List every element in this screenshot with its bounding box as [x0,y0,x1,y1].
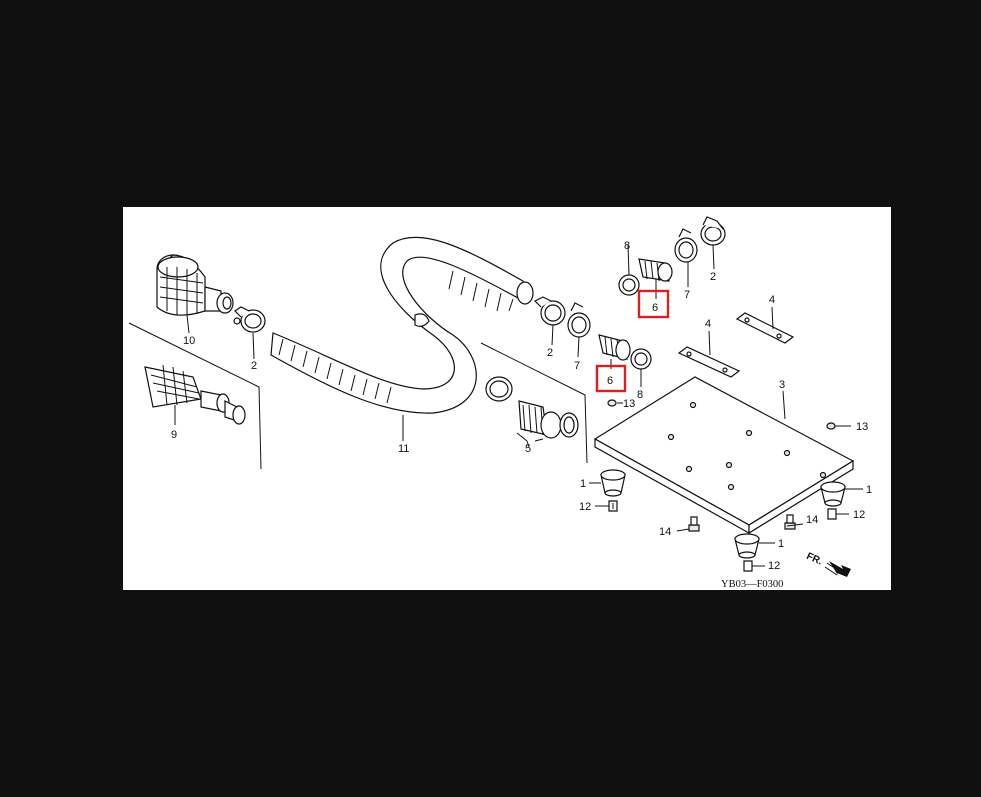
rubber-foot-part-1-bottom [734,533,760,559]
callout-4-lower: 4 [705,318,711,330]
hose-clamp-part-2-left [233,306,266,333]
callout-12-bottom: 12 [768,560,780,572]
callout-6-upper: 6 [652,302,658,314]
callout-1-left: 1 [580,478,586,490]
strainer-fitting-part-5 [485,376,579,439]
nut-part-13-right [826,422,836,430]
callout-12-right: 12 [853,509,865,521]
bolt-part-12-left [608,500,618,512]
hose-joint-part-6-upper [638,258,673,282]
callout-11: 11 [398,443,409,455]
front-direction-arrow-icon [824,561,851,577]
nut-part-13-left [607,399,617,407]
exploded-parts-diagram: FR. 10 2 9 11 5 2 7 6 [128,216,872,590]
strainer-part-9 [144,364,246,425]
bolt-part-12-right [827,508,837,520]
callout-5: 5 [525,443,531,455]
highlight-box-part-6-upper [637,289,670,319]
callout-1-right: 1 [866,484,872,496]
rubber-foot-part-1-left [600,469,626,497]
callout-8-upper: 8 [624,240,630,252]
callout-2-left: 2 [251,360,257,372]
bolt-part-12-bottom [743,560,753,572]
gasket-part-8-upper [618,274,640,296]
callout-3: 3 [779,379,785,391]
callout-13-left: 13 [623,398,635,410]
front-direction-label: FR. [805,551,824,568]
diagram-code: YB03—F0300 [721,579,783,590]
callout-7-upper: 7 [684,289,690,301]
hose-clamp-part-2-upper [700,216,726,246]
gasket-part-8-lower [630,348,652,370]
hose-clamp-part-2-middle [533,296,566,326]
bolt-part-14-left [688,516,700,532]
strainer-part-10 [156,254,234,316]
base-frame-part-3 [593,376,855,535]
group-bracket-left [128,322,262,470]
callout-10: 10 [183,335,195,347]
rubber-foot-part-1-right [820,481,846,507]
hose-joint-part-6-lower [598,334,631,361]
callout-2-middle: 2 [547,347,553,359]
callout-2-upper: 2 [710,271,716,283]
callout-labels: 10 2 9 11 5 2 7 6 8 13 8 6 7 2 4 4 3 13 … [171,240,872,572]
callout-13-right: 13 [856,421,868,433]
callout-6-lower: 6 [607,375,613,387]
leader-lines [174,244,863,567]
group-bracket-part-5 [480,342,588,464]
suction-hose-part-11 [270,236,534,414]
callout-9: 9 [171,429,177,441]
callout-4-upper: 4 [769,294,775,306]
callout-12-left: 12 [579,501,591,513]
callout-14-left: 14 [659,526,671,538]
plate-part-4-lower [677,346,741,378]
callout-14-right: 14 [806,514,818,526]
hose-clamp-part-7-upper [674,228,698,263]
callout-7-middle: 7 [574,360,580,372]
bolt-part-14-right [784,514,796,530]
parts-diagram-panel: FR. 10 2 9 11 5 2 7 6 [123,207,891,590]
callout-8-lower: 8 [637,389,643,401]
highlight-box-part-6-lower [595,364,627,393]
callout-1-bottom: 1 [778,538,784,550]
plate-part-4-upper [735,312,795,344]
hose-clamp-part-7-middle [567,302,591,338]
